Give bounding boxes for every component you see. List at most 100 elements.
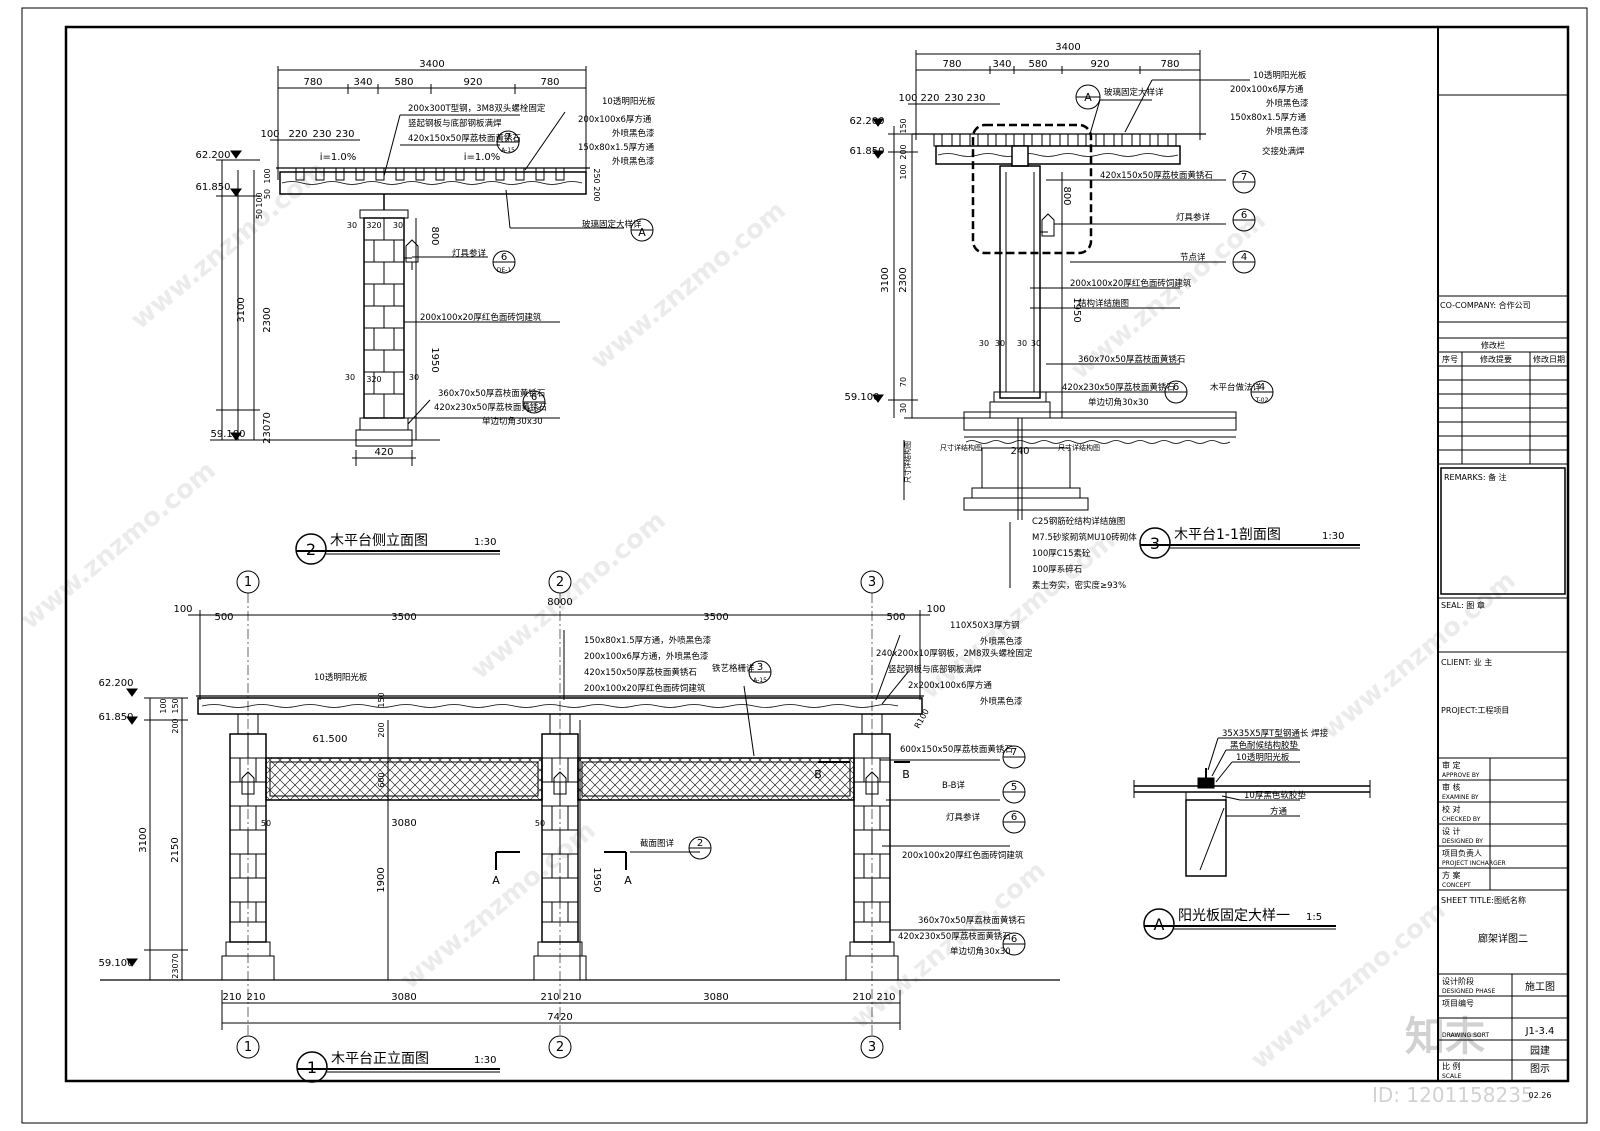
detail-title-num: A	[1154, 915, 1165, 934]
side-small-1: 100	[263, 168, 272, 183]
drawing-no-value: J1-3.4	[1525, 1026, 1555, 1037]
title-block	[1437, 27, 1568, 1081]
front-note-5: 200x100x20厚红色面砖饲建筑	[584, 683, 706, 694]
phase-cn: 设计阶段	[1442, 976, 1474, 986]
section-vert-9: 30	[899, 403, 908, 413]
side-note-14: 单边切角30x30	[482, 416, 543, 427]
front-bottom-1: 210	[222, 992, 241, 1003]
section-callout-6: 6	[1241, 210, 1247, 221]
watermark-9: www.znzmo.com	[845, 855, 1051, 1035]
section-dim-2: 340	[992, 59, 1011, 70]
front-note-16: 截面图详	[640, 838, 675, 849]
front-elevation	[100, 570, 1060, 1083]
detail-note-4: 10厚黑色软胶垫	[1244, 790, 1306, 801]
watermark-8: www.znzmo.com	[395, 815, 601, 995]
side-small-12: 30	[409, 373, 419, 382]
front-note-10: 竖起钢板与底部钢板满焊	[888, 664, 982, 675]
role-concept-en: CONCEPT	[1442, 882, 1471, 889]
section-dim-1: 780	[942, 59, 961, 70]
sort-value: 园建	[1530, 1044, 1550, 1057]
section-dim-4: 920	[1090, 59, 1109, 70]
section-callout-4: 4	[1241, 252, 1247, 263]
front-vert-10: 600	[377, 772, 386, 787]
front-bottom-6: 3080	[703, 992, 728, 1003]
front-vert-4: 1950	[591, 867, 602, 892]
side-elev-1: 62.200	[196, 150, 231, 161]
detail-a	[1133, 737, 1371, 940]
side-dim-5: 780	[540, 77, 559, 88]
watermark-id: ID: 1201158235	[1372, 1083, 1534, 1107]
section-vert-4: 800	[1061, 186, 1072, 205]
side-elev-3: 59.100	[211, 429, 246, 440]
side-base-dim: 420	[374, 447, 393, 458]
section-note-6: 交接处满焊	[1262, 146, 1305, 157]
front-bottom-2: 210	[246, 992, 265, 1003]
side-sub-3: 230	[312, 129, 331, 140]
section-note-4: 150x80x1.5厚方通	[1230, 112, 1307, 123]
side-callout-7: 7	[505, 132, 511, 143]
side-note-5: 200x100x6厚方通	[578, 114, 652, 125]
section-note-9: 灯具参详	[1176, 212, 1211, 223]
side-small-8: 320	[366, 221, 381, 230]
section-dim-3: 580	[1028, 59, 1047, 70]
section-beam	[935, 145, 1181, 165]
side-sub-1: 100	[260, 129, 279, 140]
front-bottom-7: 210	[852, 992, 871, 1003]
front-vert-3: 1900	[376, 867, 387, 892]
front-note-1: 10透明阳光板	[314, 672, 368, 683]
front-note-12: 外喷黑色漆	[980, 696, 1023, 707]
section-small-3: 30	[1017, 339, 1027, 348]
section-note-24: 素土夯实，密实度≥93%	[1032, 580, 1126, 591]
rev-col-no: 序号	[1442, 354, 1458, 364]
front-elev-1: 62.200	[99, 678, 134, 689]
section-vert-2: 2300	[898, 267, 909, 292]
phase-en: DESIGNED PHASE	[1442, 988, 1495, 995]
side-elevation-text: 3400 780 340 580 920 780 100 220 230 230…	[196, 59, 602, 458]
side-vert-1: 3100	[236, 297, 247, 322]
front-inner-3: 50	[535, 819, 545, 828]
section-sub-1: 100	[898, 93, 917, 104]
section-note-22: 100厚C15素砼	[1032, 548, 1091, 559]
section-elev-3: 59.100	[845, 392, 880, 403]
section-callout-A: A	[1084, 91, 1092, 104]
side-elevation	[210, 66, 654, 565]
front-top-total: 8000	[547, 597, 572, 608]
section-vert-8: 70	[899, 377, 908, 387]
front-note-14: B-B详	[942, 780, 965, 791]
front-elev-3: 59.100	[99, 958, 134, 969]
section-vert-7: 100	[899, 164, 908, 179]
side-notes: 200x300T型钢，3M8双头螺栓固定 竖起钢板与底部钢板满焊 420x150…	[306, 96, 656, 559]
section-note-18: 尺寸详结构图	[1058, 443, 1100, 452]
front-callout-6: 6	[1011, 812, 1017, 823]
section-note-2: 200x100x6厚方通	[1230, 84, 1304, 95]
section-title: 木平台1-1剖面图	[1174, 527, 1281, 543]
front-note-8: 外喷黑色漆	[980, 636, 1023, 647]
front-vert-6: 100	[159, 698, 168, 713]
side-elev-2: 61.850	[196, 182, 231, 193]
front-lattice-panel-2	[577, 757, 855, 801]
side-small-9: 30	[393, 221, 403, 230]
watermark-7: www.znzmo.com	[1315, 565, 1521, 745]
section-detail-boundary	[971, 123, 1093, 255]
role-approve-en: APPROVE BY	[1442, 772, 1480, 779]
section-note-12: 结构详结施图	[1078, 298, 1129, 309]
front-vert-5: 150	[171, 698, 180, 713]
front-elev-2: 61.850	[99, 712, 134, 723]
side-vert-3: 1950	[429, 347, 440, 372]
section-sub-2: 220	[920, 93, 939, 104]
section-note-8: 420x150x50厚荔枝面黄锈石	[1100, 170, 1213, 181]
front-callout-3-ref: A-15	[753, 677, 767, 684]
side-title-num: 2	[306, 540, 316, 559]
front-inner-4: R100	[913, 707, 931, 730]
front-callout-3: 3	[757, 662, 763, 673]
front-axis-2-bottom: 2	[556, 1040, 564, 1055]
section-title-num: 3	[1150, 534, 1160, 553]
section-note-13: 360x70x50厚荔枝面黄锈石	[1078, 354, 1185, 365]
section-note-20: C25钢筋砼结构详结施图	[1032, 516, 1125, 527]
front-bottom-4: 210	[540, 992, 559, 1003]
front-vert-7: 200	[171, 718, 180, 733]
role-pm: 项目负责人	[1442, 848, 1482, 858]
section-small-5: 240	[1010, 446, 1029, 457]
front-vert-8: 150	[377, 692, 386, 707]
